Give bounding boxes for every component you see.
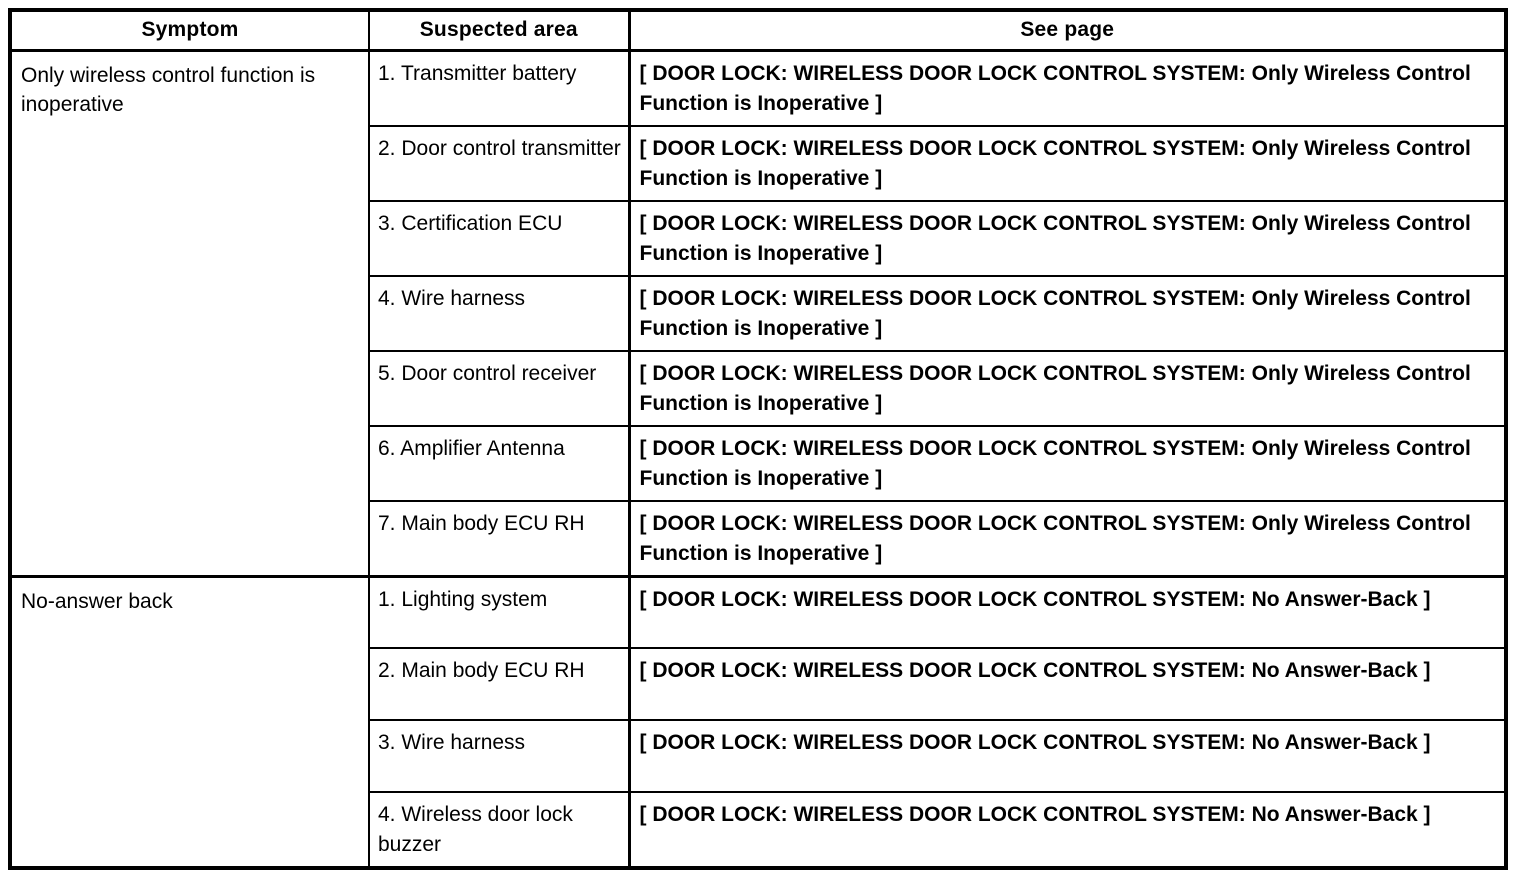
- symptom-cell: Only wireless control function is inoper…: [9, 48, 370, 577]
- suspected-area-cell: 6. Amplifier Antenna: [368, 424, 630, 502]
- table-row: 6. Amplifier Antenna[ DOOR LOCK: WIRELES…: [10, 424, 1507, 502]
- suspected-area-cell: 2. Main body ECU RH: [368, 647, 630, 721]
- suspected-area-cell: 7. Main body ECU RH: [368, 499, 630, 577]
- see-page-cell[interactable]: [ DOOR LOCK: WIRELESS DOOR LOCK CONTROL …: [627, 424, 1507, 502]
- see-page-cell[interactable]: [ DOOR LOCK: WIRELESS DOOR LOCK CONTROL …: [627, 791, 1507, 869]
- table-row: 2. Door control transmitter[ DOOR LOCK: …: [10, 124, 1507, 202]
- suspected-area-cell: 1. Transmitter battery: [368, 48, 630, 127]
- suspected-area-cell: 4. Wireless door lock buzzer: [368, 791, 630, 869]
- see-page-cell[interactable]: [ DOOR LOCK: WIRELESS DOOR LOCK CONTROL …: [627, 48, 1507, 127]
- column-header-suspected-area: Suspected area: [368, 9, 630, 51]
- table-header: Symptom Suspected area See page: [9, 9, 1507, 51]
- table-row: 3. Certification ECU[ DOOR LOCK: WIRELES…: [10, 199, 1507, 277]
- table-row: 5. Door control receiver[ DOOR LOCK: WIR…: [10, 349, 1507, 427]
- suspected-area-cell: 2. Door control transmitter: [368, 124, 630, 202]
- symptom-table-container: Symptom Suspected area See page Only wir…: [8, 8, 1508, 870]
- see-page-cell[interactable]: [ DOOR LOCK: WIRELESS DOOR LOCK CONTROL …: [627, 719, 1507, 793]
- table-row: 3. Wire harness[ DOOR LOCK: WIRELESS DOO…: [10, 719, 1507, 793]
- suspected-area-cell: 5. Door control receiver: [368, 349, 630, 427]
- table-row: 2. Main body ECU RH[ DOOR LOCK: WIRELESS…: [10, 647, 1507, 721]
- suspected-area-cell: 1. Lighting system: [368, 574, 630, 649]
- table-body: Only wireless control function is inoper…: [9, 48, 1507, 869]
- see-page-cell[interactable]: [ DOOR LOCK: WIRELESS DOOR LOCK CONTROL …: [627, 499, 1507, 577]
- table-row: Only wireless control function is inoper…: [9, 48, 1507, 577]
- header-row: Symptom Suspected area See page: [9, 9, 1507, 51]
- see-page-cell[interactable]: [ DOOR LOCK: WIRELESS DOOR LOCK CONTROL …: [627, 124, 1507, 202]
- suspected-area-cell: 4. Wire harness: [368, 274, 630, 352]
- suspected-area-cell: 3. Wire harness: [368, 719, 630, 793]
- column-header-symptom: Symptom: [9, 9, 370, 51]
- see-page-cell[interactable]: [ DOOR LOCK: WIRELESS DOOR LOCK CONTROL …: [627, 274, 1507, 352]
- see-page-cell[interactable]: [ DOOR LOCK: WIRELESS DOOR LOCK CONTROL …: [627, 349, 1507, 427]
- see-page-cell[interactable]: [ DOOR LOCK: WIRELESS DOOR LOCK CONTROL …: [627, 647, 1507, 721]
- see-page-cell[interactable]: [ DOOR LOCK: WIRELESS DOOR LOCK CONTROL …: [627, 574, 1507, 649]
- diagnostic-symptom-table: Symptom Suspected area See page Only wir…: [8, 8, 1508, 870]
- table-row: 7. Main body ECU RH[ DOOR LOCK: WIRELESS…: [10, 499, 1507, 577]
- symptom-cell: No-answer back: [9, 574, 370, 869]
- column-header-see-page: See page: [627, 9, 1507, 51]
- see-page-cell[interactable]: [ DOOR LOCK: WIRELESS DOOR LOCK CONTROL …: [627, 199, 1507, 277]
- table-row: 4. Wire harness[ DOOR LOCK: WIRELESS DOO…: [10, 274, 1507, 352]
- suspected-area-cell: 3. Certification ECU: [368, 199, 630, 277]
